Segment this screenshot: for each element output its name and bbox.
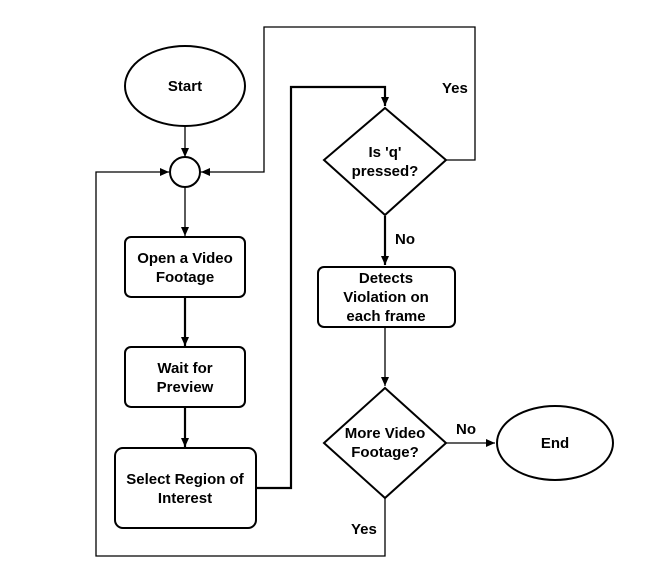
start-node: Start	[124, 45, 246, 127]
edge-more-yes-to-junction	[95, 168, 386, 557]
open-video-node: Open a Video Footage	[124, 236, 246, 298]
open-video-label-line2: Footage	[156, 269, 214, 286]
wait-preview-node: Wait for Preview	[124, 346, 246, 408]
edge-label-more-yes: Yes	[351, 521, 377, 538]
q-pressed-decision: Is 'q' pressed?	[322, 106, 448, 217]
select-roi-label-line1: Select Region of	[126, 471, 245, 488]
connectors	[95, 26, 495, 557]
edge-label-q-yes: Yes	[442, 80, 468, 97]
detects-label-line3: each frame	[346, 308, 425, 325]
edge-q-yes-to-junction	[201, 26, 476, 176]
edge-label-q-no: No	[395, 231, 415, 248]
open-video-label-line1: Open a Video	[137, 250, 233, 267]
select-roi-node: Select Region of Interest	[114, 447, 257, 529]
detects-node: Detects Violation on each frame	[317, 266, 456, 328]
start-label: Start	[168, 78, 202, 95]
merge-junction	[169, 156, 201, 188]
wait-preview-label-line2: Preview	[157, 379, 214, 396]
edge-select-to-q	[256, 85, 389, 490]
more-video-decision: More Video Footage?	[322, 386, 448, 500]
q-pressed-label-line2: pressed?	[352, 163, 419, 180]
detects-label-line2: Violation on	[343, 289, 429, 306]
detects-label-line1: Detects	[359, 270, 413, 287]
more-video-label-line1: More Video	[345, 425, 426, 442]
q-pressed-label-line1: Is 'q'	[369, 144, 402, 161]
end-node: End	[496, 405, 614, 481]
more-video-label-line2: Footage?	[351, 444, 419, 461]
select-roi-label-line2: Interest	[158, 490, 212, 507]
wait-preview-label-line1: Wait for	[157, 360, 212, 377]
edge-label-more-no: No	[456, 421, 476, 438]
end-label: End	[541, 435, 569, 452]
